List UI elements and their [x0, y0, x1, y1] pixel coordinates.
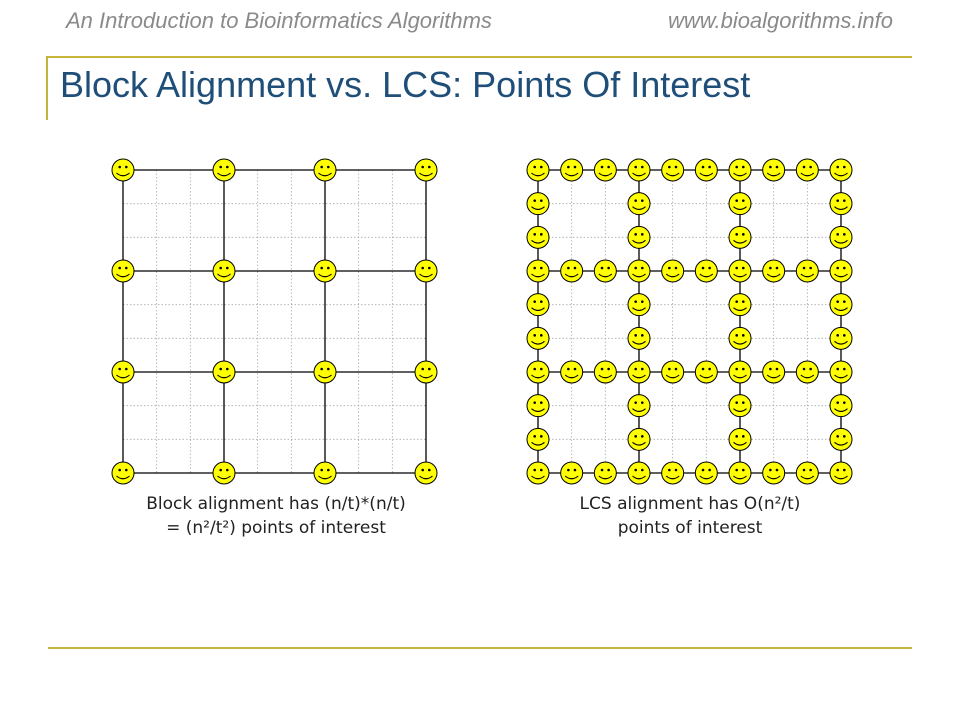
smiley-face-icon — [593, 360, 617, 384]
smiley-face-icon — [414, 360, 438, 384]
smiley-face-icon — [661, 158, 685, 182]
smiley-face-icon — [829, 360, 853, 384]
smiley-face-icon — [627, 192, 651, 216]
smiley-face-icon — [627, 293, 651, 317]
smiley-face-icon — [560, 360, 584, 384]
smiley-face-icon — [111, 158, 135, 182]
smiley-face-icon — [694, 461, 718, 485]
smiley-face-icon — [593, 259, 617, 283]
smiley-face-icon — [313, 461, 337, 485]
smiley-face-icon — [661, 360, 685, 384]
lcs-alignment-caption-line1: LCS alignment has O(n²/t) — [579, 494, 801, 514]
smiley-face-icon — [313, 259, 337, 283]
smiley-face-icon — [795, 360, 819, 384]
smiley-face-icon — [829, 259, 853, 283]
smiley-face-icon — [627, 461, 651, 485]
smiley-face-icon — [414, 259, 438, 283]
smiley-face-icon — [829, 326, 853, 350]
smiley-face-icon — [829, 461, 853, 485]
smiley-face-icon — [111, 360, 135, 384]
smiley-face-icon — [694, 360, 718, 384]
smiley-face-icon — [795, 158, 819, 182]
header-website: www.bioalgorithms.info — [668, 8, 893, 33]
smiley-face-icon — [762, 259, 786, 283]
smiley-face-icon — [560, 461, 584, 485]
smiley-face-icon — [560, 158, 584, 182]
smiley-face-icon — [627, 225, 651, 249]
smiley-face-icon — [526, 293, 550, 317]
smiley-face-icon — [728, 192, 752, 216]
smiley-face-icon — [661, 259, 685, 283]
smiley-face-icon — [627, 394, 651, 418]
smiley-face-icon — [728, 225, 752, 249]
top-divider — [48, 56, 912, 58]
smiley-face-icon — [111, 259, 135, 283]
smiley-face-icon — [762, 158, 786, 182]
smiley-face-icon — [560, 259, 584, 283]
smiley-face-icon — [728, 293, 752, 317]
smiley-face-icon — [627, 360, 651, 384]
smiley-face-icon — [728, 360, 752, 384]
smiley-face-icon — [829, 158, 853, 182]
block-alignment-caption-line2: = (n²/t²) points of interest — [166, 518, 386, 538]
smiley-face-icon — [414, 158, 438, 182]
smiley-face-icon — [526, 259, 550, 283]
smiley-face-icon — [593, 461, 617, 485]
smiley-face-icon — [627, 158, 651, 182]
smiley-face-icon — [762, 461, 786, 485]
smiley-face-icon — [795, 259, 819, 283]
smiley-face-icon — [414, 461, 438, 485]
header-book-title: An Introduction to Bioinformatics Algori… — [66, 8, 492, 33]
smiley-face-icon — [829, 225, 853, 249]
smiley-face-icon — [526, 326, 550, 350]
smiley-face-icon — [313, 158, 337, 182]
smiley-face-icon — [728, 394, 752, 418]
slide-title: Block Alignment vs. LCS: Points Of Inter… — [60, 64, 751, 105]
smiley-face-icon — [212, 360, 236, 384]
smiley-face-icon — [526, 192, 550, 216]
lcs-alignment-caption-line2: points of interest — [617, 518, 763, 538]
smiley-face-icon — [526, 394, 550, 418]
smiley-face-icon — [661, 461, 685, 485]
smiley-face-icon — [728, 158, 752, 182]
block-alignment-caption: Block alignment has (n/t)*(n/t) = (n²/t²… — [96, 492, 456, 540]
smiley-face-icon — [212, 259, 236, 283]
smiley-face-icon — [526, 427, 550, 451]
block-alignment-grid — [111, 158, 438, 485]
smiley-face-icon — [526, 158, 550, 182]
smiley-face-icon — [212, 461, 236, 485]
smiley-face-icon — [111, 461, 135, 485]
smiley-face-icon — [526, 461, 550, 485]
smiley-face-icon — [694, 259, 718, 283]
smiley-face-icon — [694, 158, 718, 182]
smiley-face-icon — [829, 293, 853, 317]
lcs-alignment-grid — [526, 158, 853, 485]
smiley-face-icon — [829, 427, 853, 451]
title-side-bar — [46, 56, 48, 120]
smiley-face-icon — [526, 360, 550, 384]
smiley-face-icon — [762, 360, 786, 384]
smiley-face-icon — [593, 158, 617, 182]
smiley-face-icon — [313, 360, 337, 384]
smiley-face-icon — [728, 326, 752, 350]
smiley-face-icon — [627, 259, 651, 283]
smiley-face-icon — [212, 158, 236, 182]
block-alignment-caption-line1: Block alignment has (n/t)*(n/t) — [146, 494, 406, 514]
smiley-face-icon — [829, 394, 853, 418]
smiley-face-icon — [526, 225, 550, 249]
smiley-face-icon — [627, 427, 651, 451]
smiley-face-icon — [728, 259, 752, 283]
bottom-divider — [48, 647, 912, 649]
lcs-alignment-caption: LCS alignment has O(n²/t) points of inte… — [500, 492, 880, 540]
smiley-face-icon — [795, 461, 819, 485]
smiley-face-icon — [829, 192, 853, 216]
smiley-face-icon — [728, 427, 752, 451]
smiley-face-icon — [627, 326, 651, 350]
smiley-face-icon — [728, 461, 752, 485]
